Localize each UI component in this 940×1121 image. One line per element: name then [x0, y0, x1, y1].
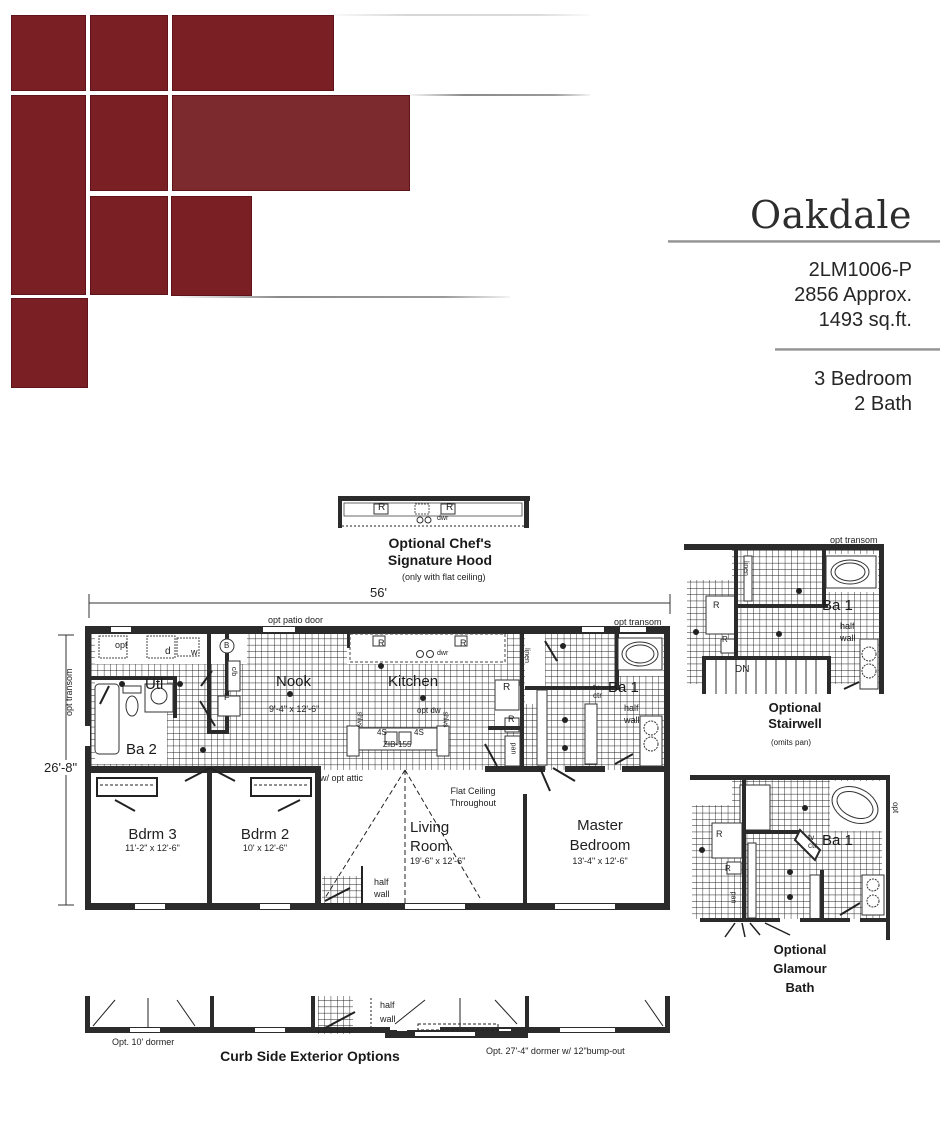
drawer-label: dwr — [437, 650, 449, 657]
pan-label: pan — [509, 742, 517, 755]
curb-side-title: Curb Side Exterior Options — [220, 1048, 400, 1064]
opt-transom-side: opt transom — [64, 668, 74, 716]
bdrm2-dims: 10' x 12'-6" — [242, 843, 288, 853]
stair-r-label: R — [713, 600, 720, 610]
range-label: R — [460, 638, 467, 648]
glamour-room-ba1: Ba 1 — [822, 832, 853, 849]
stair-down-label: DN — [735, 664, 750, 675]
chef-hood-note: (only with flat ceiling) — [402, 572, 486, 582]
range-label: R — [378, 638, 385, 648]
room-ba1: Ba 1 — [608, 679, 639, 696]
dormer-27-note: Opt. 27'-4" dormer w/ 12"bump-out — [486, 1046, 625, 1056]
hood-drawer-label: dwr — [437, 515, 449, 522]
stair-opt-transom: opt transom — [830, 535, 878, 545]
brand-block — [90, 15, 168, 91]
burner-label: 4S — [414, 728, 424, 737]
glamour-opt-label: opt — [891, 801, 901, 814]
stair-r-label: R — [722, 635, 728, 644]
r-label: R — [508, 714, 515, 724]
room-utl: Utl — [145, 676, 164, 693]
living-dims: 19'-6" x 12'-6" — [410, 856, 466, 866]
chef-hood-drawing — [338, 496, 530, 528]
glamour-r-label: R — [725, 864, 731, 873]
dryer-label: d — [165, 646, 171, 657]
square-footage: 1493 sq.ft. — [818, 309, 912, 331]
brand-block — [11, 298, 88, 388]
glamour-r-label: R — [716, 829, 723, 839]
stair-linen-label: linen — [741, 561, 749, 576]
brand-block — [172, 15, 334, 91]
fridge-label: R — [503, 682, 511, 693]
plan-title: Oakdale — [750, 193, 912, 237]
room-ba2: Ba 2 — [126, 741, 157, 758]
stairwell-note: (omits pan) — [771, 738, 812, 747]
opt-fixture-label: opt — [115, 640, 128, 650]
glamour-bath-title: Optional Glamour Bath — [773, 942, 827, 995]
shelves-label: shlvs — [355, 711, 363, 728]
nook-dims: 9'-4" x 12'-6" — [269, 704, 320, 714]
width-dimension-line — [88, 594, 671, 618]
master-dims: 13'-4" x 12'-6" — [572, 856, 628, 866]
opt-dw-label: opt dw — [417, 706, 441, 715]
brand-block — [90, 95, 168, 191]
width-dimension: 56' — [370, 585, 387, 600]
opt-attic-note: w/ opt attic — [320, 773, 364, 783]
bdrm3-dims: 11'-2" x 12'-6" — [125, 843, 180, 853]
opt-patio-door-note: opt patio door — [268, 615, 324, 625]
room-master: Master Bedroom 13'-4" x 12'-6" — [560, 816, 640, 866]
room-count-block: 3 Bedroom 2 Bath — [814, 367, 912, 417]
brand-block — [11, 95, 86, 295]
stairwell-title: Optional Stairwell — [768, 700, 822, 731]
curb-side-drawing — [85, 996, 670, 1038]
hood-range-label: R — [378, 502, 386, 513]
glamour-pan-label: pan — [729, 891, 737, 904]
dormer-10-note: Opt. 10' dormer — [112, 1037, 175, 1047]
spec-divider — [775, 348, 940, 351]
room-living: Living Room 19'-6" x 12'-6" — [410, 819, 466, 866]
opt-transom-note: opt transom — [614, 617, 662, 627]
furnace-label: F — [224, 692, 230, 702]
cb-label: c/b — [230, 666, 238, 677]
water-heater-label: B — [224, 641, 230, 650]
brand-block — [90, 196, 168, 295]
room-bdrm2: Bdrm 2 10' x 12'-6" — [225, 826, 305, 853]
plan-drawing — [85, 626, 670, 910]
brand-block — [172, 95, 410, 191]
brand-block — [11, 15, 86, 91]
stairwell-drawing — [684, 544, 884, 694]
shelves-label: shlvs — [441, 711, 449, 728]
stair-room-ba1: Ba 1 — [822, 597, 853, 614]
bath-count: 2 Bath — [854, 393, 912, 415]
island-model-label: ZIB-155 — [383, 740, 412, 749]
bedroom-count: 3 Bedroom — [814, 368, 912, 390]
chef-hood-title: Optional Chef's Signature Hood — [387, 535, 493, 568]
depth-dimension: 26'-8" — [44, 760, 78, 775]
burner-label: 4S — [377, 728, 387, 737]
title-divider — [668, 240, 940, 243]
washer-label: w — [191, 647, 198, 657]
model-number: 2LM1006-P — [808, 259, 912, 281]
room-nook: Nook — [276, 673, 312, 690]
room-kitchen: Kitchen — [388, 673, 439, 690]
brand-block — [171, 196, 252, 296]
approx-size: 2856 Approx. — [794, 284, 912, 306]
hood-range-label: R — [446, 502, 454, 513]
spec-block: 2LM1006-P 2856 Approx. 1493 sq.ft. — [794, 258, 912, 333]
glamour-bath-drawing — [690, 775, 890, 940]
room-bdrm3: Bdrm 3 11'-2" x 12'-6" — [110, 826, 195, 853]
linen-label: linen — [522, 648, 530, 663]
